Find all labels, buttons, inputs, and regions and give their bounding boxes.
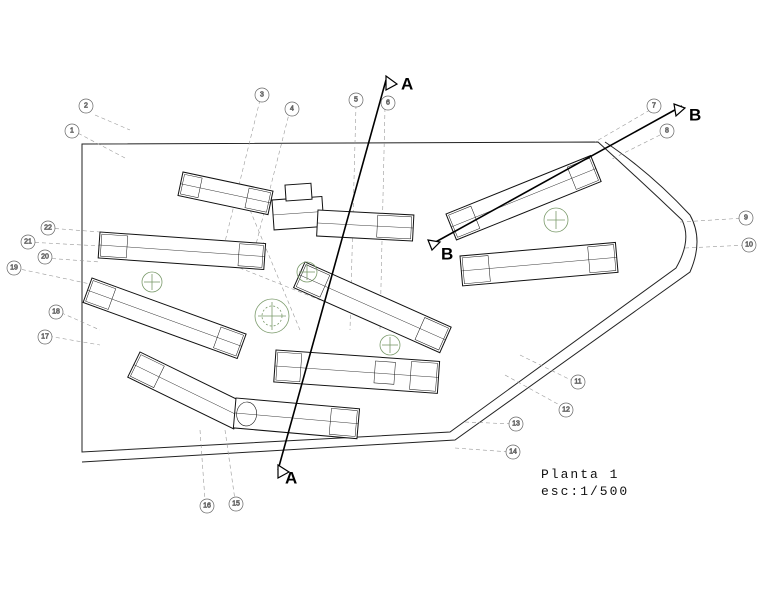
grid-bubble: 14 — [505, 444, 521, 460]
block-south-3 — [273, 349, 441, 394]
block-north-3 — [316, 209, 415, 242]
svg-text:17: 17 — [41, 334, 49, 341]
grid-bubble: 9 — [738, 210, 754, 226]
svg-text:1: 1 — [70, 128, 74, 135]
section-cut-a: A A — [277, 74, 413, 488]
svg-text:19: 19 — [10, 265, 18, 272]
svg-text:18: 18 — [52, 309, 60, 316]
grid-bubble: 22 — [40, 220, 56, 236]
grid-bubble: 13 — [508, 416, 524, 432]
svg-text:13: 13 — [512, 421, 520, 428]
grid-bubble: 2 — [78, 98, 94, 114]
grid-bubbles: 1 2 3 4 5 6 7 8 9 10 11 12 13 14 15 16 1… — [6, 87, 757, 514]
block-east-2 — [459, 241, 619, 287]
section-arrow-icon — [385, 74, 399, 92]
grid-bubble: 19 — [6, 260, 22, 276]
grid-bubble: 5 — [348, 92, 364, 108]
section-label-b-top: B — [689, 106, 701, 125]
svg-text:22: 22 — [44, 225, 52, 232]
grid-bubble: 4 — [284, 101, 300, 117]
svg-text:14: 14 — [509, 449, 517, 456]
svg-text:6: 6 — [386, 100, 390, 107]
svg-text:12: 12 — [562, 407, 570, 414]
grid-bubble: 8 — [659, 123, 675, 139]
block-east-1 — [445, 154, 602, 241]
svg-text:16: 16 — [203, 503, 211, 510]
tree-icon — [379, 334, 401, 356]
grid-bubble: 12 — [558, 402, 574, 418]
svg-text:3: 3 — [260, 92, 264, 99]
block-north-2 — [271, 182, 325, 231]
svg-text:11: 11 — [574, 379, 581, 386]
grid-bubble: 3 — [254, 87, 270, 103]
block-south-2 — [232, 397, 361, 440]
grid-bubble: 15 — [228, 496, 244, 512]
grid-bubble: 6 — [380, 95, 396, 111]
tree-icon — [543, 207, 569, 233]
section-arrow-icon — [277, 463, 291, 480]
section-label-b-bottom: B — [441, 245, 453, 264]
svg-text:2: 2 — [84, 103, 88, 110]
block-north-1 — [177, 171, 274, 216]
svg-text:7: 7 — [652, 103, 656, 110]
svg-text:21: 21 — [24, 239, 32, 246]
trees — [141, 207, 569, 356]
grid-bubble: 11 — [570, 374, 586, 390]
grid-lines — [14, 99, 749, 501]
grid-bubble: 20 — [37, 249, 53, 265]
tree-icon — [254, 298, 290, 334]
drawing-title: Planta 1 — [541, 467, 620, 482]
drawing-title-block: Planta 1 esc:1/500 — [541, 466, 629, 500]
block-west-2 — [82, 277, 247, 360]
svg-text:20: 20 — [41, 254, 49, 261]
grid-bubble: 21 — [20, 234, 36, 250]
block-center — [292, 261, 452, 354]
svg-text:15: 15 — [232, 501, 240, 508]
section-cut-b: B B — [427, 103, 701, 264]
grid-bubble: 7 — [646, 98, 662, 114]
svg-text:8: 8 — [665, 128, 669, 135]
svg-text:4: 4 — [290, 106, 294, 113]
grid-bubble: 10 — [741, 237, 757, 253]
svg-text:10: 10 — [745, 242, 753, 249]
svg-text:9: 9 — [744, 215, 748, 222]
grid-bubble: 18 — [48, 304, 64, 320]
building-blocks — [82, 154, 619, 440]
block-west-1 — [97, 231, 267, 271]
grid-bubble: 16 — [199, 498, 215, 514]
section-label-a-top: A — [401, 75, 413, 94]
grid-bubble: 1 — [64, 123, 80, 139]
tree-icon — [296, 261, 318, 283]
svg-text:5: 5 — [354, 97, 358, 104]
section-arrow-icon — [427, 239, 442, 252]
tree-icon — [141, 271, 163, 293]
site-boundary — [81, 141, 698, 463]
drawing-scale: esc:1/500 — [541, 484, 630, 499]
grid-bubble: 17 — [37, 329, 53, 345]
section-arrow-icon — [673, 103, 687, 118]
section-label-a-bottom: A — [285, 469, 297, 488]
block-south-1 — [127, 351, 247, 430]
